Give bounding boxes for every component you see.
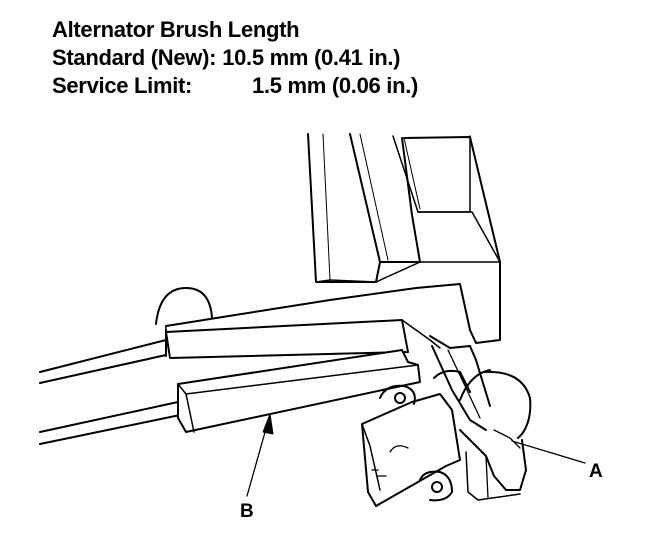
service-limit-value: 1.5 mm (0.06 in.)	[252, 73, 419, 98]
spec-block: Alternator Brush Length Standard (New): …	[52, 16, 418, 100]
standard-label: Standard (New):	[52, 45, 217, 70]
standard-value: 10.5 mm (0.41 in.)	[222, 45, 401, 70]
leader-arrow-b	[246, 413, 274, 497]
caliper-jaw-outline	[307, 133, 471, 283]
spec-standard-row: Standard (New): 10.5 mm (0.41 in.)	[52, 44, 418, 72]
leader-line-a	[511, 440, 586, 464]
spec-title-row: Alternator Brush Length	[52, 16, 418, 44]
caliper-beam	[39, 325, 181, 445]
callout-label-a: A	[589, 461, 603, 482]
caliper-slider-bar	[165, 319, 441, 433]
callout-label-b: B	[240, 501, 254, 522]
spec-title: Alternator Brush Length	[52, 17, 300, 42]
spec-service-row: Service Limit: 1.5 mm (0.06 in.)	[52, 72, 418, 100]
caliper-body	[165, 136, 501, 344]
brush-collar	[459, 369, 532, 501]
brush-holder	[361, 369, 471, 507]
service-limit-label: Service Limit:	[52, 73, 193, 98]
